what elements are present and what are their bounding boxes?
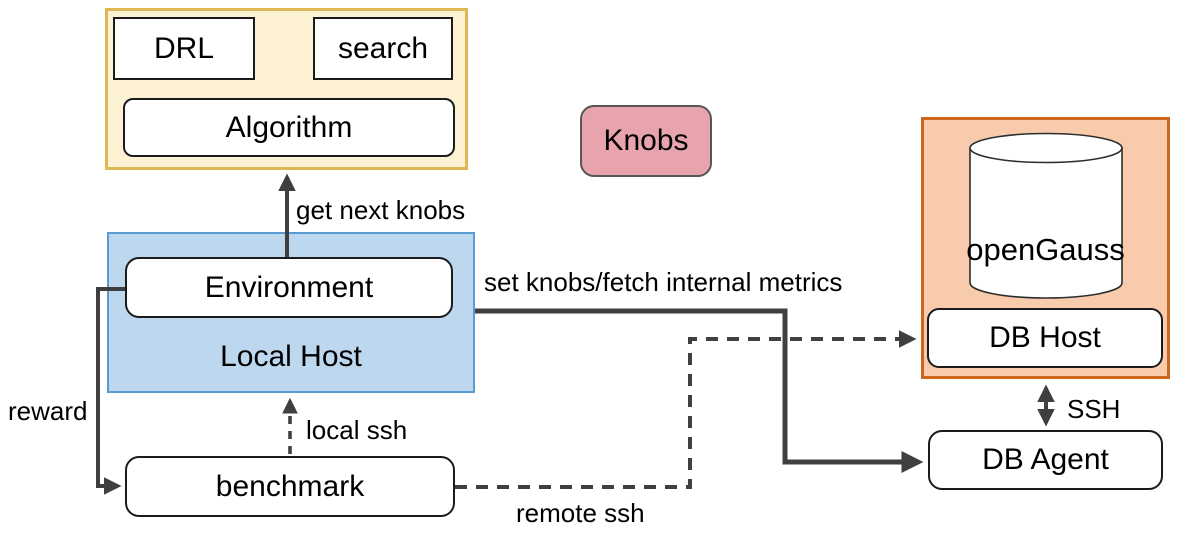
node-db-host-label: DB Host: [989, 321, 1101, 354]
edge-label-ssh: SSH: [1067, 394, 1121, 424]
edge-label-get-next-knobs: get next knobs: [296, 195, 466, 225]
arrow-remote-ssh: [455, 330, 917, 489]
edge-label-set-knobs-fetch-metrics: set knobs/fetch internal metrics: [484, 267, 843, 297]
node-drl: DRL: [113, 17, 255, 80]
node-search-label: search: [337, 31, 429, 65]
arrow-set-knobs-fetch-metrics: [475, 308, 924, 474]
opengauss-caption: openGauss: [966, 232, 1125, 267]
edge-label-remote-ssh: remote ssh: [516, 498, 645, 528]
node-benchmark: benchmark: [125, 456, 455, 517]
local-host-caption: Local Host: [220, 340, 362, 373]
node-environment-label: Environment: [204, 270, 374, 304]
node-knobs: Knobs: [580, 105, 712, 177]
node-db-host: DB Host: [927, 308, 1163, 368]
node-drl-label: DRL: [153, 31, 214, 65]
edge-label-local-ssh: local ssh: [306, 415, 408, 445]
node-search: search: [313, 17, 453, 80]
node-db-agent: DB Agent: [928, 430, 1163, 490]
node-algorithm: Algorithm: [123, 98, 455, 157]
node-knobs-label: Knobs: [603, 124, 689, 157]
node-algorithm-label: Algorithm: [225, 110, 353, 144]
node-environment: Environment: [125, 257, 453, 318]
node-benchmark-label: benchmark: [215, 469, 365, 503]
node-db-agent-label: DB Agent: [982, 443, 1109, 476]
edge-label-reward: reward: [8, 396, 88, 426]
